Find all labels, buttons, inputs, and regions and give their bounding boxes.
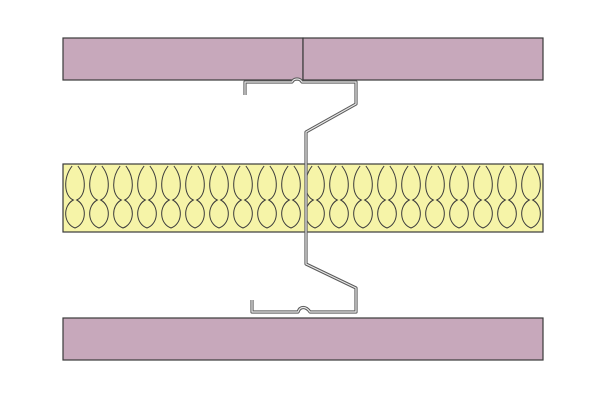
insulation-fibre-loop xyxy=(521,165,541,229)
bottom-plasterboard-layer xyxy=(62,317,544,361)
insulation-fibre-loop xyxy=(209,165,229,229)
steel-stud-highlight xyxy=(244,78,357,313)
insulation-fibre-loop xyxy=(65,165,85,229)
insulation-fibre-loop xyxy=(353,165,373,229)
insulation-band xyxy=(62,163,544,233)
top-plasterboard-layer xyxy=(62,37,544,81)
insulation-fibre-loop xyxy=(281,165,301,229)
insulation-fibre-loop xyxy=(473,165,493,229)
insulation-fibre-loop xyxy=(113,165,133,229)
insulation-fibre-loop xyxy=(161,165,181,229)
top-right-plasterboard xyxy=(302,37,544,81)
insulation-fibre-loop xyxy=(89,165,109,229)
insulation-fibre-loop xyxy=(449,165,469,229)
steel-stud xyxy=(243,77,358,314)
insulation-fibre-loop xyxy=(425,165,445,229)
insulation-fibre-loop xyxy=(497,165,517,229)
insulation-fibre-loop xyxy=(233,165,253,229)
insulation-fibre-loop xyxy=(401,165,421,229)
insulation-fibre-loop xyxy=(377,165,397,229)
insulation-fibre-loop xyxy=(185,165,205,229)
insulation-fibre-loop xyxy=(257,165,277,229)
bottom-plasterboard xyxy=(62,317,544,361)
insulation-fibre-loop xyxy=(329,165,349,229)
insulation-layer xyxy=(62,163,544,233)
insulation-fibre-loop xyxy=(137,165,157,229)
top-left-plasterboard xyxy=(62,37,304,81)
